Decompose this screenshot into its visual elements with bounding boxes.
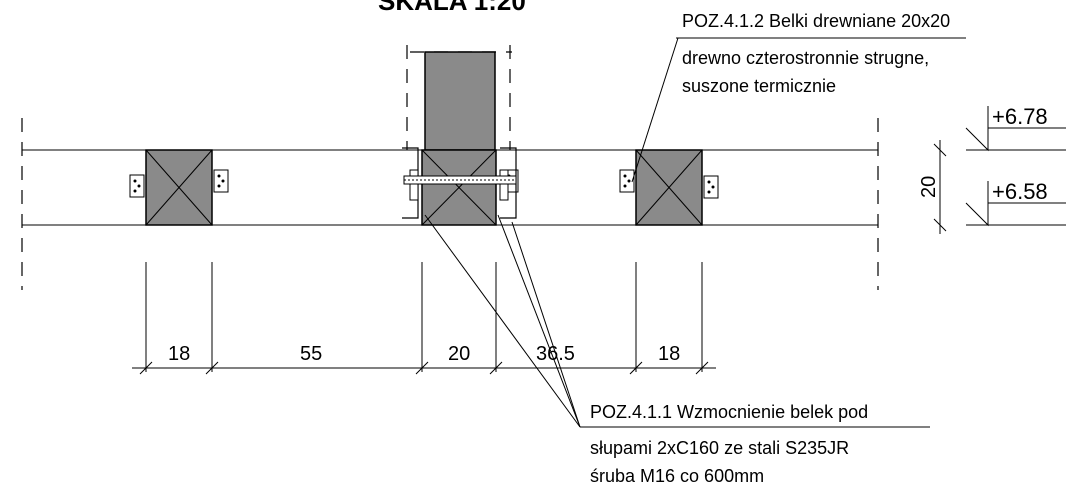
dimension-label-3: 20 — [448, 343, 470, 365]
timber-beam-center — [421, 149, 497, 226]
top-note-line-1: POZ.4.1.2 Belki drewniane 20x20 — [682, 11, 950, 31]
bottom-note-leader-1 — [424, 214, 581, 428]
dimension-label-5: 18 — [658, 343, 680, 365]
bottom-note-line-3: śruba M16 co 600mm — [590, 466, 764, 486]
bottom-note-leader-3 — [511, 221, 581, 428]
connector-plate-3 — [619, 169, 635, 193]
connector-plate-4 — [703, 175, 719, 199]
column — [424, 51, 496, 151]
height-tick-top — [933, 143, 947, 157]
height-tick-bottom — [933, 218, 947, 232]
dimension-label-1: 18 — [168, 343, 190, 365]
top-note-line-2: drewno czterostronnie strugne, — [682, 48, 929, 68]
bottom-note-line-2: słupami 2xC160 ze stali S235JR — [590, 438, 849, 458]
connector-plate-2 — [213, 169, 229, 193]
timber-beam-left — [145, 149, 213, 226]
top-note-leader — [631, 37, 679, 183]
drawing-title: SKALA 1:20 — [378, 0, 526, 16]
beam-height-label: 20 — [918, 176, 940, 198]
level-label-top: +6.78 — [992, 104, 1048, 129]
connector-plate-1 — [129, 174, 145, 198]
level-marker-bottom — [965, 181, 1066, 227]
top-note-line-3: suszone termicznie — [682, 76, 836, 96]
level-marker-top — [965, 106, 1066, 152]
level-label-bottom: +6.58 — [992, 179, 1048, 204]
dimension-label-2: 55 — [300, 343, 322, 365]
bottom-note-leader-2 — [497, 214, 581, 428]
bottom-note-line-1: POZ.4.1.1 Wzmocnienie belek pod — [590, 402, 868, 422]
dimension-ticks — [139, 361, 709, 375]
timber-beam-right — [635, 149, 703, 226]
bolt-m16 — [403, 175, 517, 185]
